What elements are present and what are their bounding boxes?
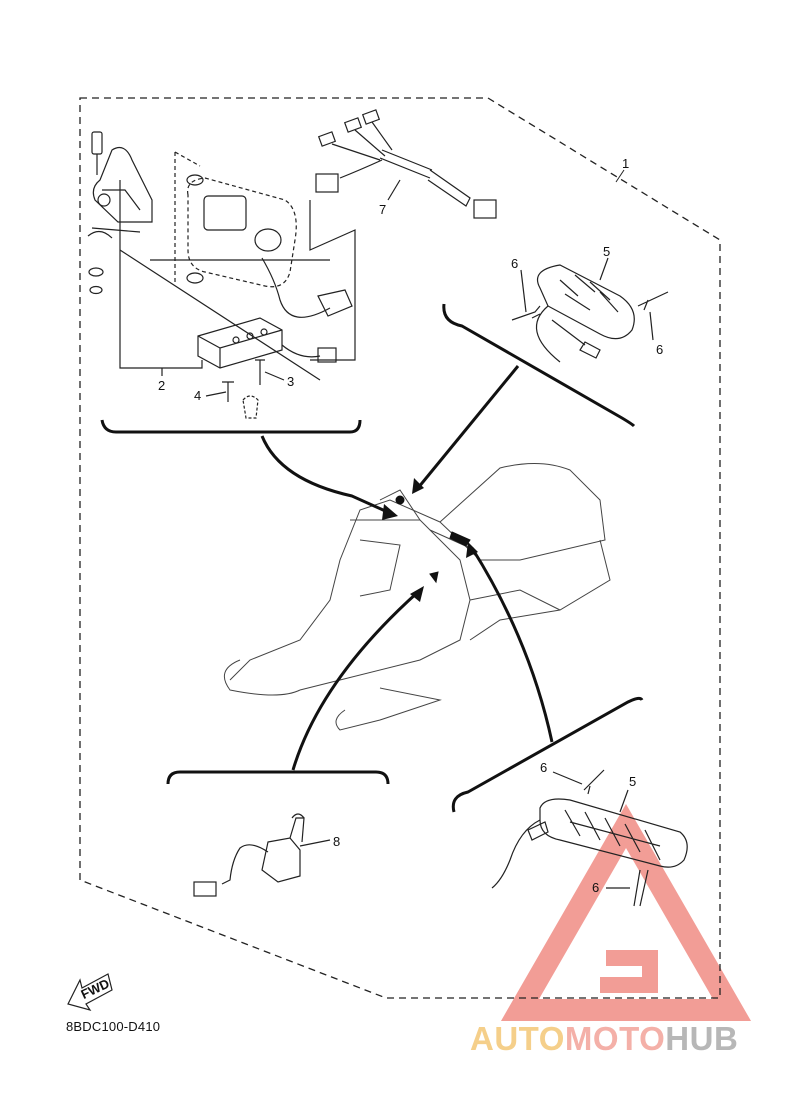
detail-bracket-upper-left: [100, 419, 362, 434]
detail-bracket-lower-right: [451, 696, 644, 813]
mount-points: [395, 495, 471, 584]
label-part-6-bottom-bottom: 6: [592, 880, 599, 895]
label-part-5-bottom: 5: [629, 774, 636, 789]
label-part-6-bottom-top: 6: [540, 760, 547, 775]
watermark-text: AUTOMOTOHUB: [470, 1020, 738, 1058]
label-part-8: 8: [333, 834, 340, 849]
label-part-2: 2: [158, 378, 165, 393]
label-part-5-top: 5: [603, 244, 610, 259]
switch-8-group: [193, 813, 331, 897]
snowmobile-outline: [223, 462, 611, 731]
detail-bracket-lower-left: [166, 770, 390, 785]
watermark-moto: MOTO: [564, 1020, 666, 1057]
watermark-hub: HUB: [665, 1020, 739, 1057]
grip-lower-group: [491, 769, 688, 907]
watermark-auto: AUTO: [470, 1020, 565, 1057]
diagram-code: 8BDC100-D410: [66, 1019, 161, 1034]
grip-upper-group: [511, 257, 669, 363]
label-part-1: 1: [622, 156, 629, 171]
label-part-7: 7: [379, 202, 386, 217]
arrow-heads: [382, 478, 478, 602]
label-part-6-top-left: 6: [511, 256, 518, 271]
watermark-logo-icon: [500, 803, 752, 1021]
label-part-3: 3: [287, 374, 294, 389]
kit-boundary: [79, 97, 721, 999]
detail-bracket-upper-right: [442, 303, 636, 428]
fwd-arrow-icon: FWD: [67, 973, 113, 1012]
wire-harness-group: [315, 109, 497, 219]
switch-assembly-group: [87, 131, 356, 419]
label-part-6-top-right: 6: [656, 342, 663, 357]
callout-arrows: [260, 365, 554, 771]
label-part-4: 4: [194, 388, 201, 403]
